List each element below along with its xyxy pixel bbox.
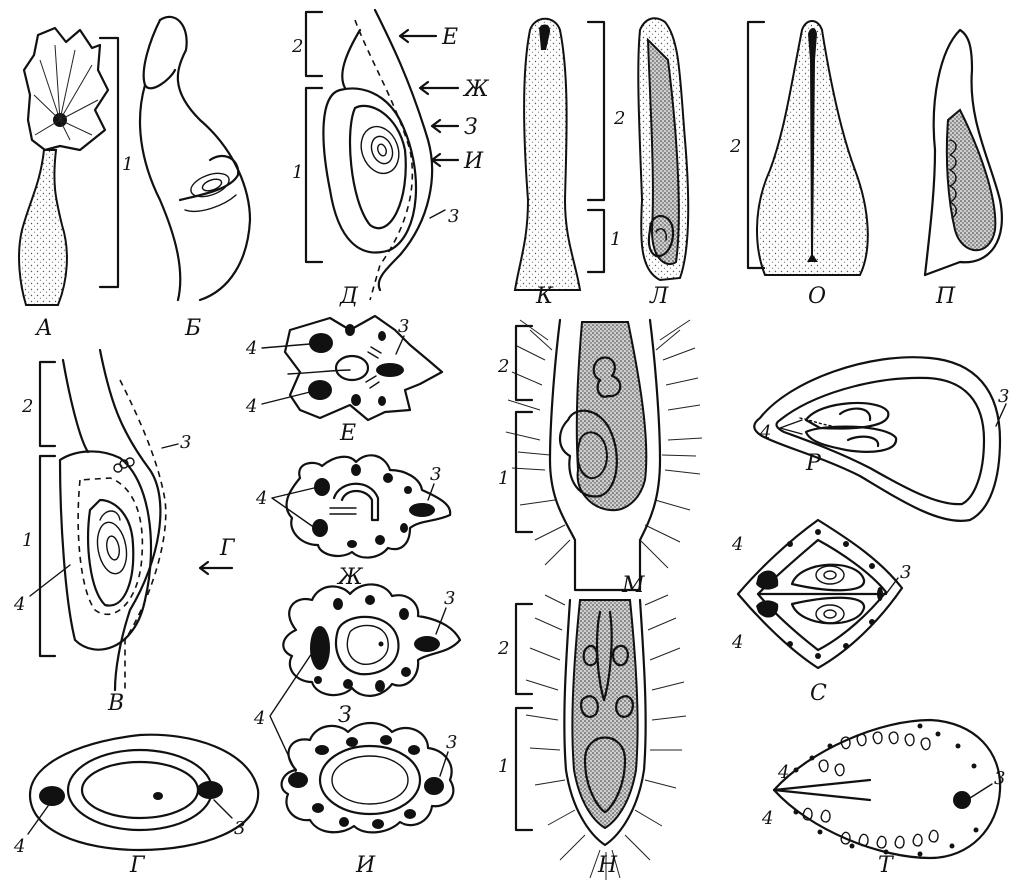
label-k-2: 2 xyxy=(613,108,625,129)
panel-b-ovary-section xyxy=(140,17,250,300)
bracket-d-1 xyxy=(306,88,322,262)
label-g-3: 3 xyxy=(234,818,245,839)
label-zh-4: 4 xyxy=(255,488,267,509)
bracket-n-2 xyxy=(516,604,532,694)
arrow-label-e: Е xyxy=(441,25,458,50)
label-v-1: 1 xyxy=(22,530,33,551)
leader-s-3 xyxy=(886,578,898,594)
label-o-2: 2 xyxy=(729,136,741,157)
section-arrow-g xyxy=(200,562,232,574)
bracket-k-1 xyxy=(588,210,604,272)
label-v-4: 4 xyxy=(13,594,25,615)
label-k-1: 1 xyxy=(610,229,621,250)
bracket-m-2 xyxy=(516,326,532,400)
label-m-1: 1 xyxy=(498,468,509,489)
label-d-2: 2 xyxy=(291,36,303,57)
label-r-4: 4 xyxy=(759,422,771,443)
panel-s-cross-section xyxy=(738,520,902,668)
bracket-n-1 xyxy=(516,708,532,830)
bracket-v-2 xyxy=(40,362,55,446)
label-s-3: 3 xyxy=(900,562,911,583)
label-g-4: 4 xyxy=(13,836,25,857)
label-n-2: 2 xyxy=(497,638,509,659)
bracket-v-1 xyxy=(40,456,55,656)
panel-p-section xyxy=(925,30,1002,275)
leader-zh-4 xyxy=(272,488,314,526)
panel-r-section xyxy=(754,357,1000,521)
panel-i-cross-section xyxy=(282,723,454,832)
panel-g-cross-section xyxy=(30,735,258,850)
panel-v-section xyxy=(60,350,166,690)
label-m-2: 2 xyxy=(497,356,509,377)
panel-label-z: З xyxy=(338,703,352,728)
label-e-4b: 4 xyxy=(245,396,257,417)
bracket-k-2 xyxy=(588,22,604,200)
label-d-3: 3 xyxy=(448,206,459,227)
label-e-4a: 4 xyxy=(245,338,257,359)
arrow-label-zh: Ж xyxy=(462,77,490,102)
leader-v-4 xyxy=(30,565,70,596)
panel-label-p: П xyxy=(935,284,956,309)
panel-zh-cross-section xyxy=(287,455,451,557)
panel-label-b: Б xyxy=(184,316,201,341)
arrow-label-g: Г xyxy=(219,536,236,561)
label-r-3: 3 xyxy=(998,386,1009,407)
panel-o-pistil xyxy=(757,21,868,275)
arrow-label-z: З xyxy=(464,115,478,140)
panel-label-l: Л xyxy=(649,284,669,309)
leader-e-3 xyxy=(396,336,404,354)
panel-label-m: М xyxy=(621,573,645,598)
bracket-m-1 xyxy=(516,412,532,532)
label-s-4b: 4 xyxy=(731,632,743,653)
panel-label-n: Н xyxy=(597,853,618,878)
leader-v-3 xyxy=(162,444,178,448)
label-i-4: 4 xyxy=(253,708,265,729)
panel-label-a: А xyxy=(34,316,53,341)
panel-e-cross-section xyxy=(285,316,442,420)
panel-label-r: Р xyxy=(805,451,822,476)
panel-label-d: Д xyxy=(339,284,359,309)
panel-label-t: Т xyxy=(878,853,895,878)
panel-label-i: И xyxy=(355,853,376,878)
panel-z-cross-section xyxy=(283,584,460,695)
bracket-a-1 xyxy=(100,38,118,287)
leader-g-4 xyxy=(28,806,48,834)
label-a-1: 1 xyxy=(122,154,133,175)
panel-t-cross-section xyxy=(774,720,1000,858)
leader-t-3 xyxy=(970,784,992,798)
panel-m-hairy-section xyxy=(506,320,702,590)
label-e-3: 3 xyxy=(398,316,409,337)
panel-n-hairy-section xyxy=(526,595,686,880)
label-d-1: 1 xyxy=(292,162,303,183)
label-z-3: 3 xyxy=(444,588,455,609)
panel-k-pistil xyxy=(515,19,580,290)
label-v-2: 2 xyxy=(21,396,33,417)
leader-e-4b xyxy=(262,392,310,404)
bracket-d-2 xyxy=(306,12,322,76)
panel-d-section xyxy=(323,10,432,300)
label-t-4b: 4 xyxy=(761,808,773,829)
label-t-4a: 4 xyxy=(777,762,789,783)
panel-label-o: О xyxy=(808,284,826,309)
label-n-1: 1 xyxy=(498,756,509,777)
panel-label-s: С xyxy=(810,681,827,706)
leader-g-3 xyxy=(214,800,232,818)
leader-i-4 xyxy=(270,650,314,772)
panel-label-g: Г xyxy=(129,853,146,878)
arrow-label-i: И xyxy=(463,149,484,174)
panel-l-section xyxy=(638,18,688,280)
label-zh-3: 3 xyxy=(430,464,441,485)
panel-label-v: В xyxy=(107,691,124,716)
label-s-4a: 4 xyxy=(731,534,743,555)
panel-label-e: Е xyxy=(339,421,356,446)
label-t-3: 3 xyxy=(994,768,1005,789)
panel-a-pistil xyxy=(19,28,108,305)
leader-d-3 xyxy=(430,210,445,218)
label-i-3: 3 xyxy=(446,732,457,753)
panel-label-k: К xyxy=(535,284,554,309)
label-v-3: 3 xyxy=(180,432,191,453)
